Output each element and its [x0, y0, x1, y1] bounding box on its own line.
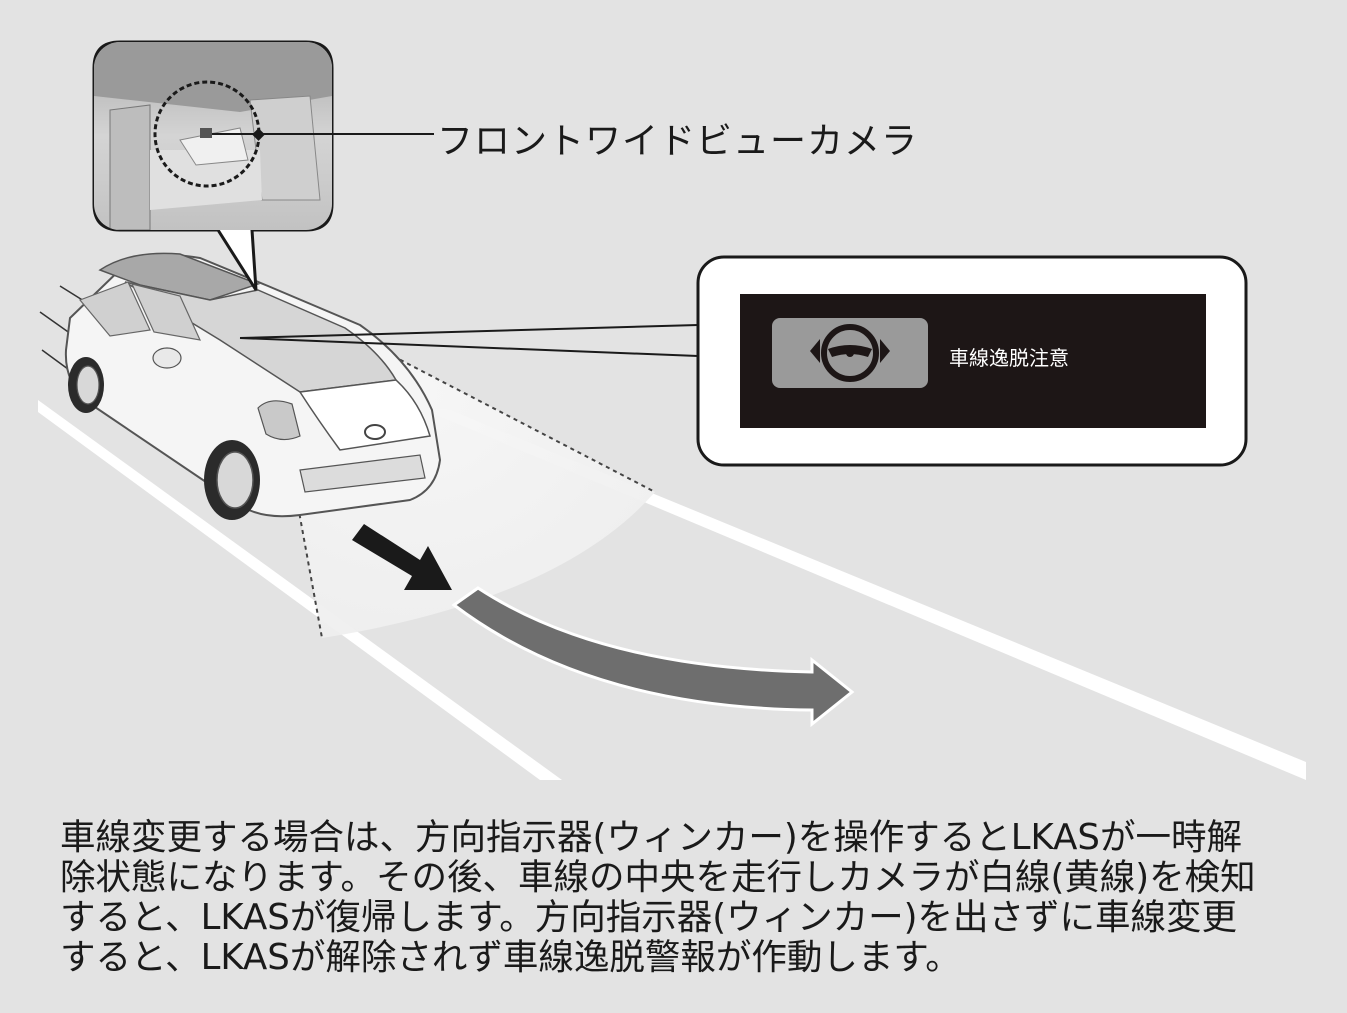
- lane-change-arrow: [451, 586, 855, 728]
- caption-line: すると、LKASが解除されず車線逸脱警報が作動します。: [60, 937, 961, 978]
- camera-label: フロントワイドビューカメラ: [437, 121, 919, 162]
- camera-callout: [92, 40, 434, 291]
- lane-line-left: [38, 400, 562, 780]
- car-illustration: [64, 252, 442, 520]
- lane-departure-diagram: [38, 40, 1306, 780]
- caption-line: 車線変更する場合は、方向指示器(ウィンカー)を操作するとLKASが一時解: [60, 817, 1242, 858]
- camera-detail-inset: [94, 42, 332, 230]
- caption-line: すると、LKASが復帰します。方向指示器(ウィンカー)を出さずに車線変更: [60, 897, 1237, 938]
- lane-departure-icon: [810, 324, 890, 382]
- caption-line: 除状態になります。その後、車線の中央を走行しカメラが白線(黄線)を検知: [60, 857, 1256, 898]
- display-pointer: [239, 324, 699, 357]
- drift-arrow: [352, 524, 452, 590]
- warning-message: 車線逸脱注意: [949, 346, 1069, 370]
- caption-text: 車線変更する場合は、方向指示器(ウィンカー)を操作するとLKASが一時解 除状態…: [60, 818, 1310, 978]
- warning-display: [696, 255, 1248, 467]
